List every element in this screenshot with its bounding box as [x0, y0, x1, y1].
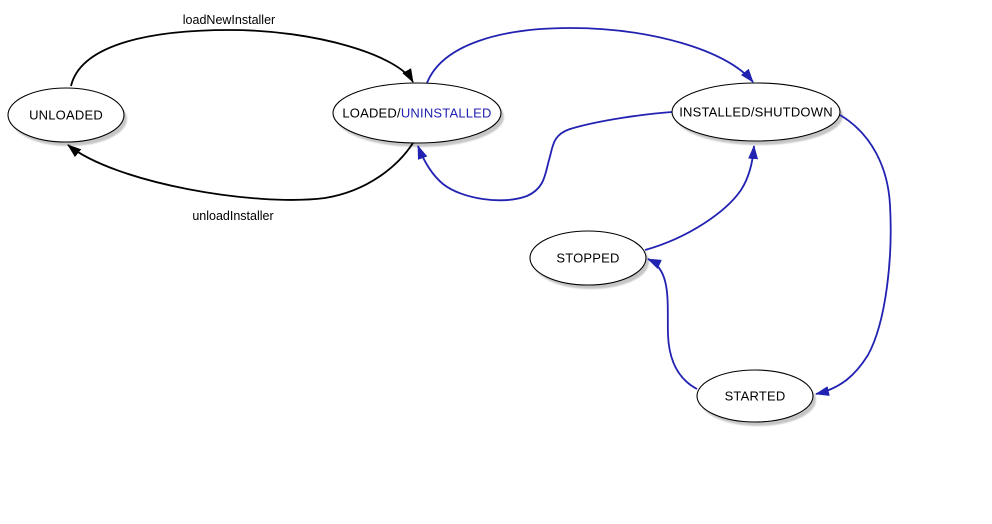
- node-ellipse-unloaded: [7, 87, 125, 143]
- node-ellipse-stopped: [529, 230, 647, 286]
- state-node-loaded-uninstalled: LOADED/UNINSTALLED: [332, 82, 502, 144]
- state-node-installed-shutdown: INSTALLED/SHUTDOWN: [671, 82, 841, 142]
- node-label-stopped: STOPPED: [556, 251, 619, 266]
- node-ellipse-installed-shutdown: [671, 82, 841, 142]
- edge-loaded-uninstalled-to-unloaded: [67, 142, 414, 201]
- edge-started-to-stopped: [647, 258, 698, 390]
- node-label-unloaded: UNLOADED: [29, 108, 103, 123]
- edge-unloaded-to-loaded-uninstalled: [70, 29, 414, 87]
- node-ellipse-started: [696, 369, 814, 423]
- node-label-started: STARTED: [725, 389, 786, 404]
- edge-stopped-to-installed-shutdown: [644, 145, 759, 251]
- edge-label-loaded-uninstalled-to-unloaded: unloadInstaller: [192, 209, 273, 223]
- node-ellipse-loaded-uninstalled: [332, 82, 502, 144]
- edge-loaded-uninstalled-to-installed-shutdown: [426, 27, 754, 84]
- state-node-unloaded: UNLOADED: [7, 87, 125, 143]
- node-label-loaded-uninstalled: LOADED/UNINSTALLED: [342, 106, 491, 121]
- edge-label-unloaded-to-loaded-uninstalled: loadNewInstaller: [183, 13, 275, 27]
- state-node-stopped: STOPPED: [529, 230, 647, 286]
- state-node-started: STARTED: [696, 369, 814, 423]
- edge-installed-shutdown-to-loaded-uninstalled: [417, 111, 673, 202]
- edge-installed-shutdown-to-started: [815, 114, 892, 396]
- node-label-installed-shutdown: INSTALLED/SHUTDOWN: [679, 105, 833, 120]
